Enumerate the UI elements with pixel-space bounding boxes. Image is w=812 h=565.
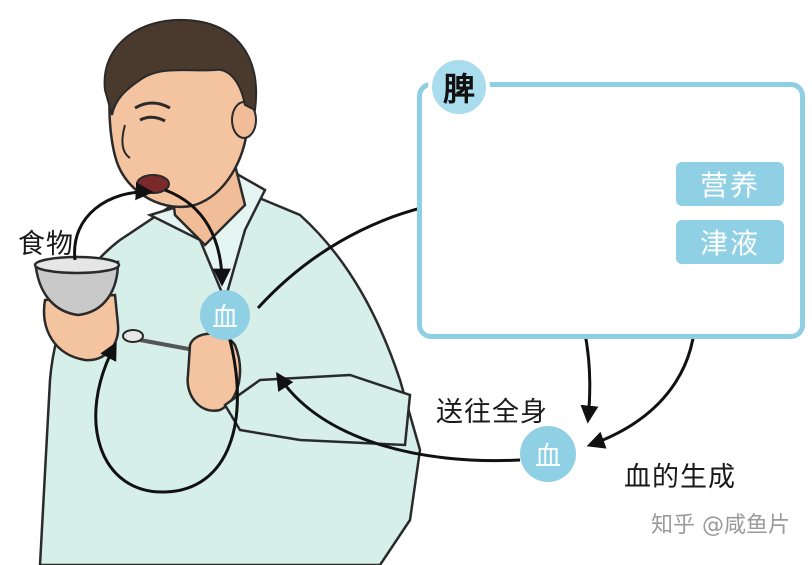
mouth (136, 174, 170, 194)
fluid-pill: 津液 (676, 220, 784, 264)
eye (139, 115, 166, 123)
arrow-body-loop (94, 339, 239, 494)
bowl (34, 260, 120, 317)
food-label: 食物 (18, 229, 74, 260)
spleen-panel (417, 82, 805, 339)
spoon-bowl (122, 329, 144, 343)
arrow-mouth-to-blood (164, 188, 231, 287)
bowl-rim (33, 255, 121, 275)
right-sleeve (223, 373, 412, 447)
arrow-blood-to-body (276, 371, 521, 463)
nutrient-pill: 营养 (676, 162, 784, 206)
man-illustration (33, 18, 422, 565)
arrow-food-to-mouth (73, 182, 154, 261)
nose (121, 124, 131, 159)
eyebrow (134, 101, 171, 110)
blood-generation-label: 血的生成 (624, 462, 736, 493)
spleen-badge: 脾 (428, 56, 490, 118)
blood-node-bottom: 血 (520, 426, 576, 482)
watermark: 知乎 @咸鱼片 (651, 513, 790, 538)
send-body-label: 送往全身 (436, 397, 548, 428)
hair (103, 18, 258, 116)
blood-node-chest: 血 (200, 290, 250, 340)
